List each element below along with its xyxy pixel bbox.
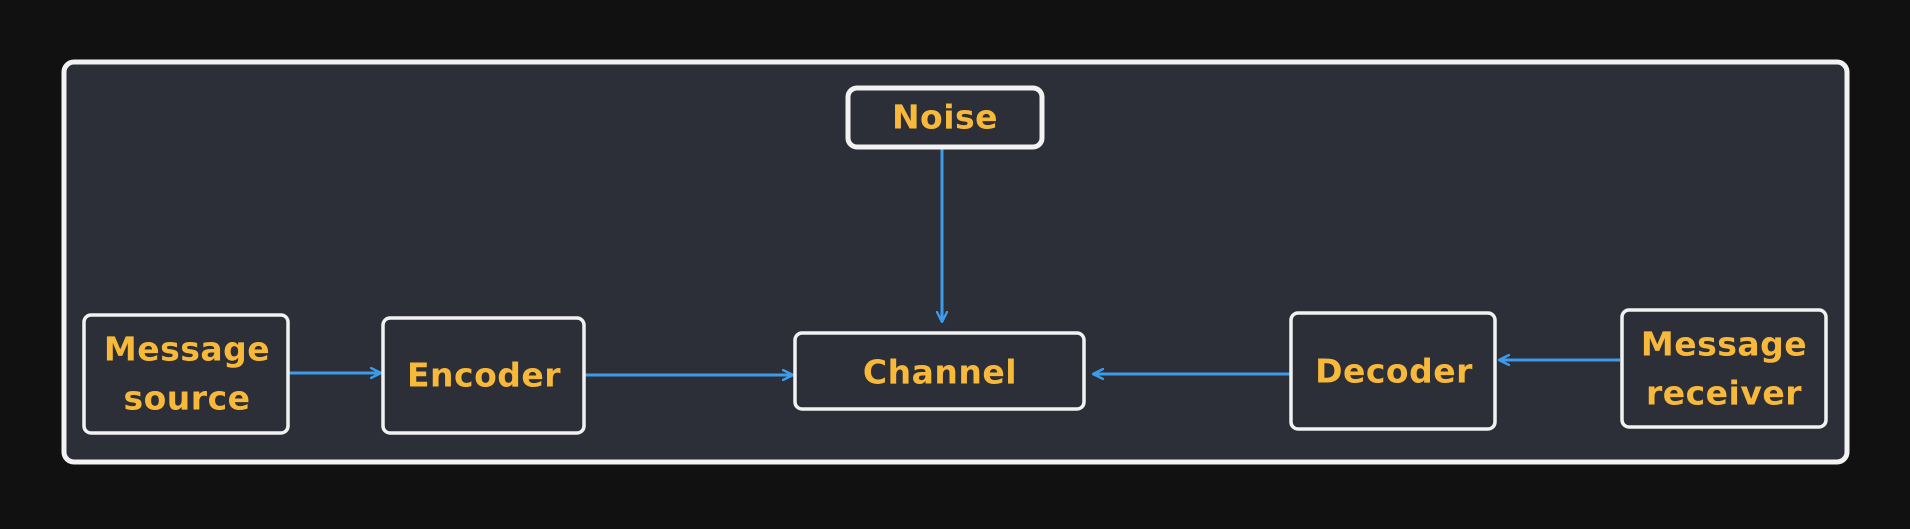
node-encoder-label: Encoder <box>407 356 561 395</box>
node-encoder: Encoder <box>381 316 586 435</box>
node-channel: Channel <box>793 331 1086 411</box>
node-noise: Noise <box>845 85 1045 150</box>
node-message-receiver-label-line2: receiver <box>1646 374 1802 413</box>
node-decoder-label: Decoder <box>1315 352 1473 391</box>
node-message-receiver-label-line1: Message <box>1641 325 1807 364</box>
node-noise-label: Noise <box>892 98 998 137</box>
node-message-source-label-line2: source <box>123 379 250 418</box>
node-decoder: Decoder <box>1289 311 1497 431</box>
node-message-source: Message source <box>82 313 290 435</box>
node-message-source-label-line1: Message <box>104 330 270 369</box>
node-channel-label: Channel <box>863 353 1017 392</box>
node-message-receiver: Message receiver <box>1620 308 1828 429</box>
